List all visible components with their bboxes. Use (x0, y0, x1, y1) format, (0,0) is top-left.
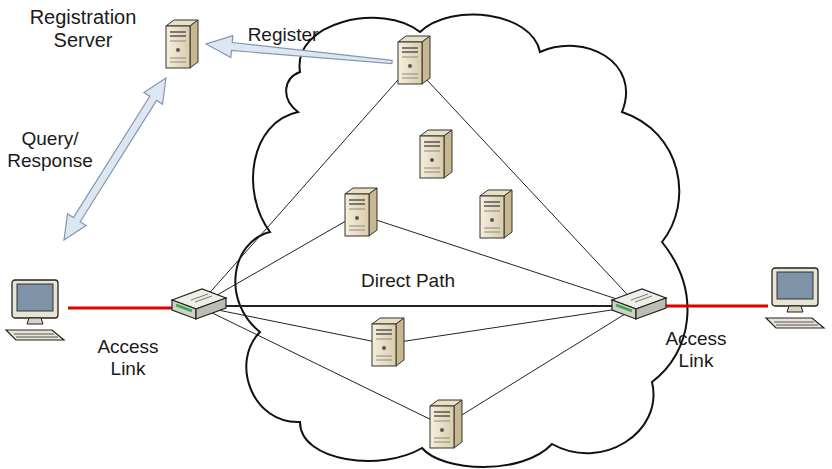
cloud-outline (235, 15, 687, 467)
node-title: Registration Server (18, 6, 148, 52)
client-pc (6, 280, 64, 340)
client-pc (766, 268, 824, 328)
access-link (660, 305, 768, 308)
router (172, 289, 226, 319)
server-label-box: Registration Server (18, 6, 148, 54)
relay-path (198, 64, 638, 306)
relay-server (398, 36, 430, 84)
relay-server (372, 318, 404, 366)
link-label: Access Link (88, 336, 168, 380)
relay-paths (198, 64, 638, 426)
registration-server-icon (166, 20, 198, 68)
access-link (68, 307, 176, 310)
path-label: Direct Path (350, 270, 466, 292)
relay-path (198, 214, 638, 306)
direct-path (198, 305, 638, 307)
server (480, 190, 512, 238)
router (612, 289, 666, 319)
message-arrows (64, 36, 392, 240)
server (420, 130, 452, 178)
arrow-label: Register (238, 24, 328, 46)
link-label: Access Link (656, 328, 736, 372)
relay-server (345, 188, 377, 236)
relay-path (198, 306, 638, 426)
arrow-label: Query/ Response (4, 128, 96, 172)
relay-server (430, 400, 462, 448)
